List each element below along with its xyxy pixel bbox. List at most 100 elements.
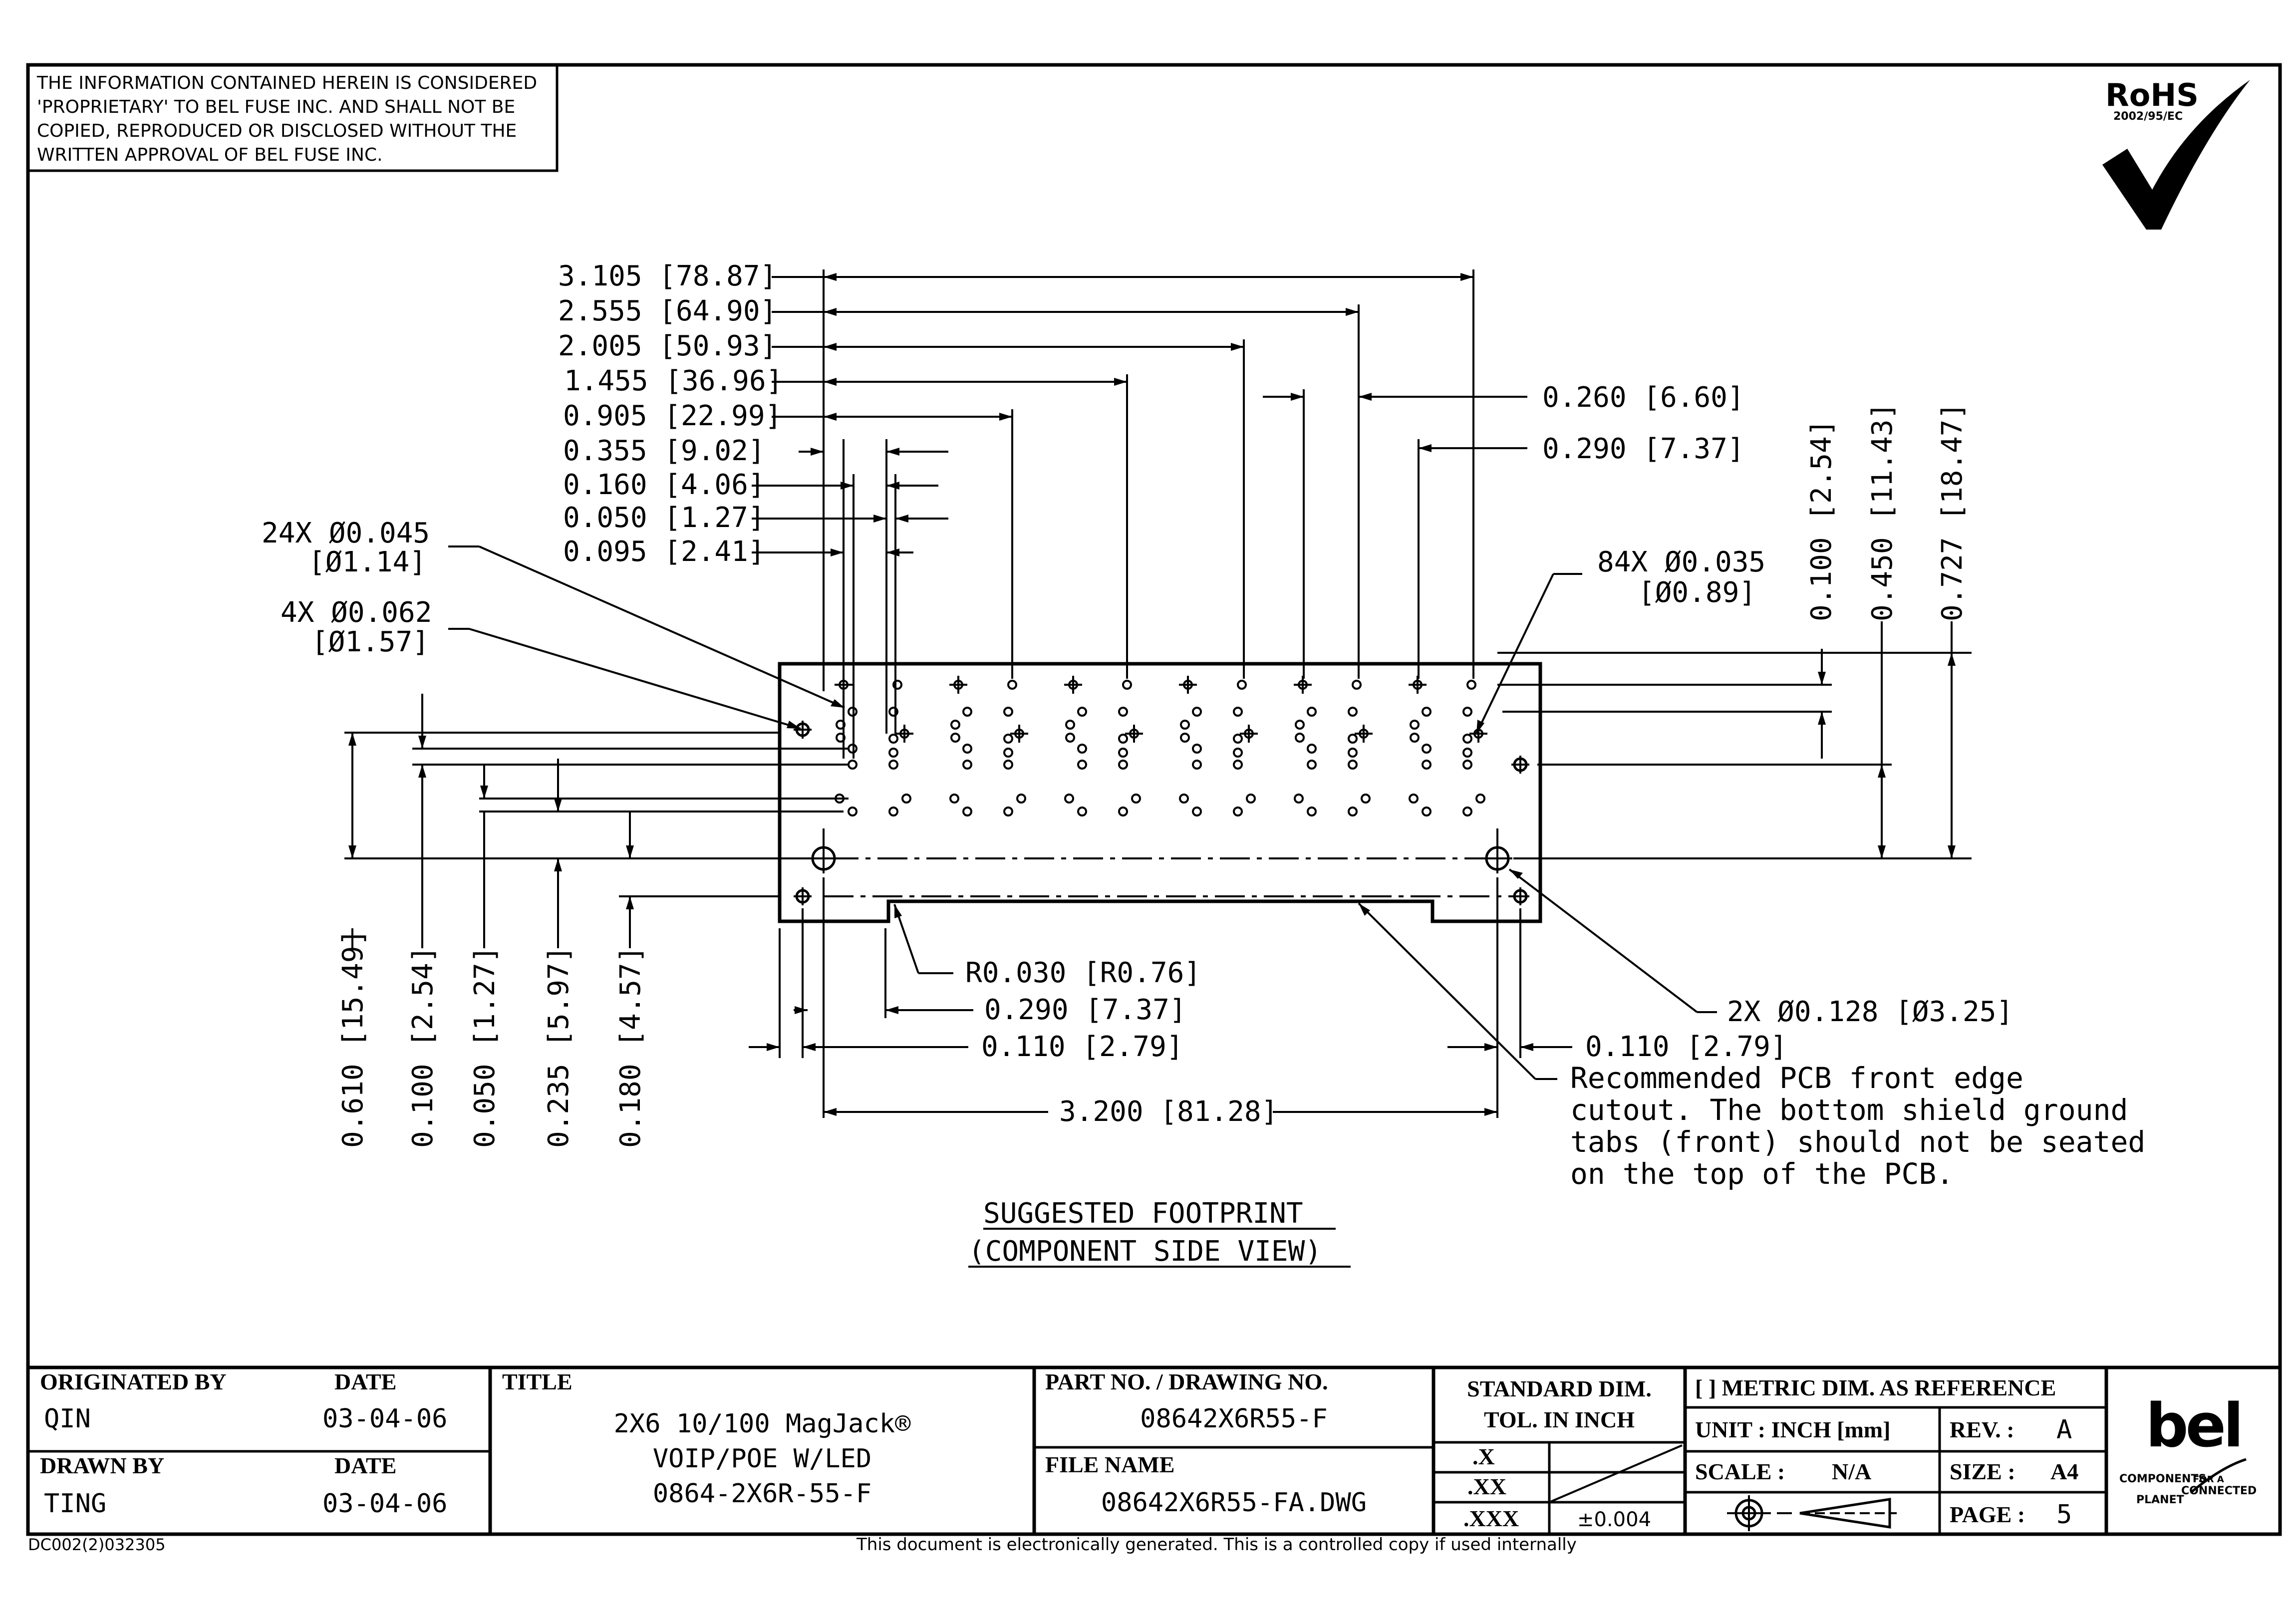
- notice-line-1: THE INFORMATION CONTAINED HEREIN IS CONS…: [36, 73, 537, 93]
- callout-4x: 4X Ø0.062: [281, 596, 432, 629]
- pin-hole: [1118, 748, 1128, 758]
- pin-hole: [1410, 733, 1420, 743]
- title-line-2: VOIP/POE W/LED: [653, 1444, 871, 1474]
- pin-center-mark: [1355, 725, 1373, 743]
- pin-hole: [1122, 680, 1132, 690]
- pin-hole: [1361, 794, 1371, 804]
- pin-hole: [1192, 807, 1202, 816]
- pin-center-mark: [1125, 725, 1143, 743]
- title-block: ORIGINATED BY DATE QIN 03-04-06 DRAWN BY…: [28, 1365, 2280, 1534]
- bel-tagline-1: COMPONENTS: [2119, 1473, 2206, 1485]
- pcb-note: Recommended PCB front edge cutout. The b…: [1570, 1061, 2145, 1191]
- bel-swoosh-icon: [2190, 1458, 2247, 1493]
- pin-hole: [1307, 807, 1317, 816]
- notice-line-3: COPIED, REPRODUCED OR DISCLOSED WITHOUT …: [37, 121, 517, 141]
- pcb-note-line-3: tabs (front) should not be seated: [1570, 1125, 2145, 1159]
- drawn-date: 03-04-06: [322, 1489, 447, 1519]
- pin-hole: [1237, 680, 1247, 690]
- right-vertical-dimensions: 0.100 [2.54] 0.450 [11.43] 0.727 [18.47]: [1497, 403, 1972, 859]
- pin-hole: [1294, 794, 1304, 804]
- pin-hole: [1466, 680, 1476, 690]
- pin-center-mark: [1179, 676, 1197, 694]
- title-label: TITLE: [502, 1369, 573, 1394]
- pin-hole: [1462, 748, 1472, 758]
- pin-hole: [1003, 807, 1013, 816]
- pin-hole: [1348, 807, 1358, 816]
- pin-hole: [1422, 707, 1432, 717]
- dim-2555: 2.555 [64.90]: [558, 295, 777, 327]
- notice-line-2: 'PROPRIETARY' TO BEL FUSE INC. AND SHALL…: [37, 97, 515, 117]
- pin-hole: [1422, 744, 1432, 754]
- pin-hole: [888, 760, 898, 770]
- pin-hole: [1307, 707, 1317, 717]
- dim-0050: 0.050 [1.27]: [563, 502, 765, 534]
- callout-24x-metric: [Ø1.14]: [308, 546, 426, 578]
- drawn-by-label: DRAWN BY: [40, 1453, 164, 1478]
- tol-xxx: .XXX: [1463, 1506, 1519, 1531]
- pin-hole: [1003, 760, 1013, 770]
- pin-hole: [1118, 734, 1128, 744]
- dim-notch-0290: 0.290 [7.37]: [984, 994, 1186, 1026]
- drawn-by: TING: [44, 1489, 106, 1519]
- dim-overall-3200: 3.200 [81.28]: [1059, 1095, 1278, 1128]
- pin-hole: [1065, 733, 1075, 743]
- callout-2x: 2X Ø0.128 [Ø3.25]: [1727, 996, 2013, 1028]
- dim-2005: 2.005 [50.93]: [558, 330, 777, 362]
- part-no: 08642X6R55-F: [1140, 1404, 1328, 1434]
- rohs-label: RoHS: [2105, 77, 2199, 113]
- bel-tagline-4: PLANET: [2136, 1494, 2184, 1506]
- pin-center-mark: [835, 676, 853, 694]
- pin-hole: [1064, 794, 1074, 804]
- originated-date-label: DATE: [334, 1369, 396, 1394]
- drawn-date-label: DATE: [334, 1453, 396, 1478]
- pin-hole: [1180, 720, 1190, 730]
- pin-hole: [1016, 794, 1026, 804]
- rohs-directive: 2002/95/EC: [2113, 110, 2183, 123]
- pin-hole: [1192, 744, 1202, 754]
- pin-hole: [1065, 720, 1075, 730]
- pin-hole: [1246, 794, 1256, 804]
- title-line-3: 0864-2X6R-55-F: [653, 1479, 871, 1509]
- pin-hole: [1233, 707, 1243, 717]
- pin-hole: [1422, 807, 1432, 816]
- callout-84x-metric: [Ø0.89]: [1638, 576, 1756, 609]
- tol-xxx-value: ±0.004: [1577, 1508, 1651, 1531]
- pin-hole: [1462, 807, 1472, 816]
- pin-hole: [1007, 680, 1017, 690]
- pin-hole: [1422, 760, 1432, 770]
- pin-hole: [836, 733, 846, 743]
- pin-hole: [949, 794, 959, 804]
- pin-center-mark: [1469, 725, 1487, 743]
- metric-reference-label: [ ] METRIC DIM. AS REFERENCE: [1695, 1375, 2056, 1400]
- pin-hole: [888, 707, 898, 717]
- pin-hole: [962, 807, 972, 816]
- pin-hole: [1348, 734, 1358, 744]
- part-no-label: PART NO. / DRAWING NO.: [1045, 1369, 1328, 1394]
- dim-right-0100: 0.100 [2.54]: [1805, 419, 1838, 621]
- scale-label: SCALE :: [1695, 1459, 1785, 1484]
- dim-3105: 3.105 [78.87]: [558, 260, 777, 292]
- pin-hole: [962, 760, 972, 770]
- pin-hole: [1180, 733, 1190, 743]
- hole-callouts: 24X Ø0.045 [Ø1.14] 4X Ø0.062 [Ø1.57] 84X…: [262, 517, 2013, 1028]
- projection-symbol-icon: [1727, 1495, 1897, 1531]
- bel-logo: bel COMPONENTS FOR A CONNECTED PLANET: [2119, 1391, 2257, 1506]
- pcb-note-line-4: on the top of the PCB.: [1570, 1157, 1954, 1191]
- file-name-label: FILE NAME: [1045, 1452, 1174, 1477]
- pin-hole: [1307, 744, 1317, 754]
- pin-hole: [1462, 734, 1472, 744]
- pin-hole: [1118, 707, 1128, 717]
- pin-hole: [892, 680, 902, 690]
- rev-value: A: [2056, 1415, 2072, 1445]
- callout-4x-metric: [Ø1.57]: [311, 626, 429, 658]
- pin-hole: [888, 807, 898, 816]
- pin-hole: [1003, 734, 1013, 744]
- dim-1455: 1.455 [36.96]: [564, 365, 783, 397]
- tol-xx: .XX: [1467, 1474, 1506, 1499]
- check-mark-icon: [2102, 80, 2250, 230]
- originated-date: 03-04-06: [322, 1404, 447, 1434]
- dim-0160: 0.160 [4.06]: [563, 469, 765, 501]
- top-dimensions: 3.105 [78.87] 2.555 [64.90] 2.005 [50.93…: [558, 260, 1744, 759]
- pin-hole: [1192, 760, 1202, 770]
